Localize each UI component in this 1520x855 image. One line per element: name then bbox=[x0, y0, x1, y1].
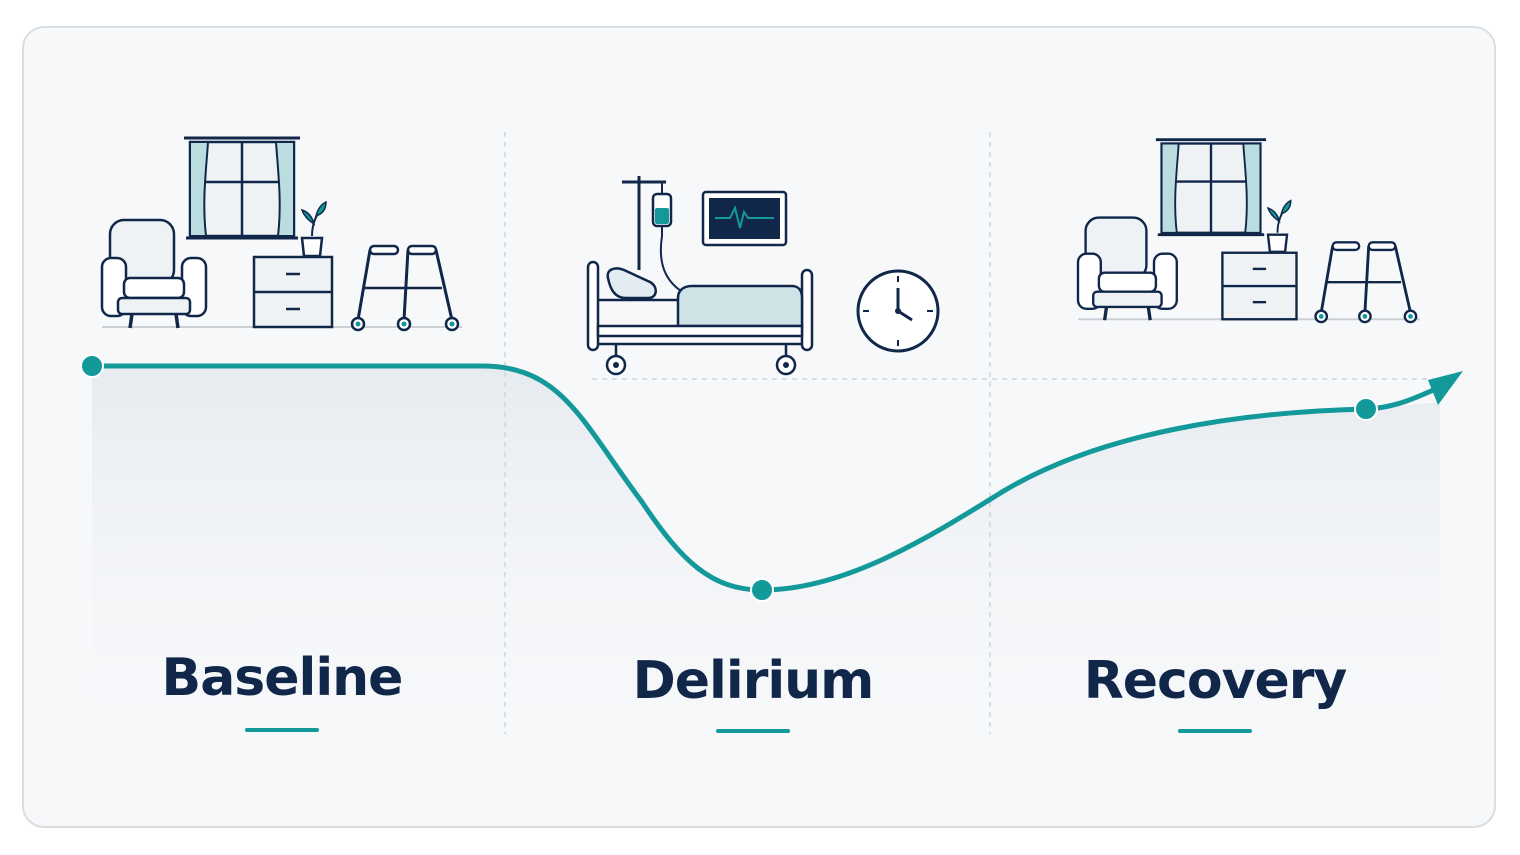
diagram-card: Baseline Delirium Recovery bbox=[22, 26, 1496, 828]
trajectory-arrowhead bbox=[1428, 371, 1463, 405]
delirium-scene bbox=[586, 176, 940, 376]
stage-label-delirium: Delirium bbox=[632, 651, 875, 711]
baseline-point bbox=[80, 354, 104, 378]
clock-icon bbox=[856, 269, 940, 353]
recovery-point bbox=[1354, 397, 1378, 421]
baseline-scene bbox=[100, 136, 464, 332]
heart-monitor-icon bbox=[701, 190, 788, 247]
stage-label-recovery: Recovery bbox=[1083, 651, 1348, 711]
delirium-point bbox=[750, 578, 774, 602]
stage-underline-delirium bbox=[716, 729, 790, 733]
trajectory-line bbox=[89, 363, 1445, 593]
stage-underline-baseline bbox=[245, 728, 319, 732]
hospital-bed-icon bbox=[586, 260, 814, 376]
trajectory-diagram bbox=[80, 132, 1463, 782]
stage-label-baseline: Baseline bbox=[161, 648, 404, 708]
stage-underline-recovery bbox=[1178, 729, 1252, 733]
trajectory-area-fill bbox=[92, 366, 1440, 782]
recovery-scene bbox=[1076, 138, 1422, 324]
